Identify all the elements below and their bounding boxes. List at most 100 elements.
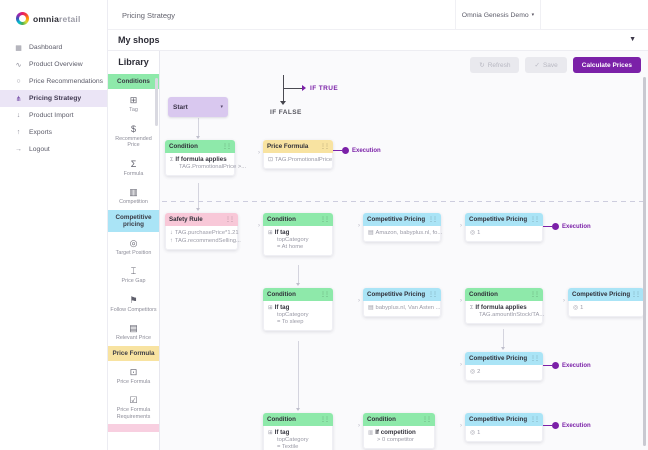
drag-handle-icon[interactable]: ⋮⋮ [225,216,235,223]
execution-connector: Execution [543,223,591,230]
drag-handle-icon[interactable]: ⋮⋮ [428,291,438,298]
chart-line-icon: ∿ [15,61,22,69]
execution-dot-icon[interactable] [342,147,349,154]
tag-icon: ⊞ [268,305,273,311]
drag-handle-icon[interactable]: ⋮⋮ [320,416,330,423]
library-item-tag[interactable]: ⊞ Tag [108,89,159,118]
node-start[interactable]: Start ▾ [168,97,228,117]
drag-handle-icon[interactable]: ⋮⋮ [530,416,540,423]
input-port-icon [358,298,360,304]
library-item-follow-competitors[interactable]: ⚑ Follow Competitors [110,294,157,313]
if-true-label: IF TRUE [310,85,339,92]
sidebar-item-product-overview[interactable]: ∿ Product Overview [15,61,83,69]
max-arrow-icon: ↑ [170,238,173,244]
library-item-price-formula[interactable]: ⊡ Price Formula [108,361,159,390]
drag-handle-icon[interactable]: ⋮⋮ [320,216,330,223]
target-icon: ◎ [129,237,138,248]
node-price-formula[interactable]: Price Formula⋮⋮ ⊡TAG.PromotionalPrice [263,140,333,169]
circle-icon: ○ [16,78,21,85]
formula-box-icon: ⊡ [129,366,138,377]
library-section-competitive-pricing[interactable]: Competitive pricing [108,209,159,232]
drag-handle-icon[interactable]: ⋮⋮ [422,416,432,423]
logout-icon: → [15,146,22,153]
execution-dot-icon[interactable] [552,223,559,230]
canvas-scrollbar[interactable] [643,77,646,446]
node-safety-rule[interactable]: Safety Rule⋮⋮ ↓TAG.purchasePrice*1.21 ↑T… [165,213,241,250]
input-port-icon [460,223,462,229]
library-item-relevant-price[interactable]: ▤ Relevant Price [108,317,159,346]
execution-line [543,365,552,366]
input-port-icon [563,298,565,304]
execution-dot-icon[interactable] [552,362,559,369]
drag-handle-icon[interactable]: ⋮⋮ [530,291,540,298]
library-section-conditions[interactable]: Conditions [108,74,159,89]
node-competitive-pricing[interactable]: Competitive Pricing⋮⋮ ◎1 [465,413,543,442]
my-shops-caret-icon[interactable]: ▼ [629,36,636,43]
sidebar-item-dashboard[interactable]: ▦ Dashboard [15,44,63,52]
sidebar-item-logout[interactable]: → Logout [15,146,50,153]
drag-handle-icon[interactable]: ⋮⋮ [530,355,540,362]
input-port-icon [460,423,462,429]
connector-arrow-icon [195,208,200,211]
bar-chart-icon: ▥ [368,430,374,436]
save-button[interactable]: ✓ Save [525,57,567,73]
strategy-icon: ⋔ [15,95,22,103]
library-panel: Library Conditions ⊞ Tag $ Recommended P… [108,51,160,450]
connector-line [298,265,299,284]
import-icon: ↓ [16,112,21,119]
drag-handle-icon[interactable]: ⋮⋮ [631,291,641,298]
node-condition[interactable]: Condition⋮⋮ ▥If competition > 0 competit… [363,413,435,449]
drag-handle-icon[interactable]: ⋮⋮ [320,291,330,298]
sidebar-item-product-import[interactable]: ↓ Product Import [0,107,107,124]
library-title: Library [118,57,149,67]
omnia-logo: omniaretail [0,0,107,39]
execution-connector: Execution [543,362,591,369]
node-competitive-pricing[interactable]: Competitive Pricing⋮⋮ ◎1 [568,288,644,317]
bar-chart-icon: ▥ [129,187,138,197]
drag-handle-icon[interactable]: ⋮⋮ [530,216,540,223]
node-condition[interactable]: Condition⋮⋮ ⊞If tag topCategory = To sle… [263,288,333,331]
node-condition[interactable]: Condition⋮⋮ ΣIf formula applies TAG.amou… [465,288,544,324]
node-competitive-pricing[interactable]: Competitive Pricing⋮⋮ ▤babyplus.nl, Van … [363,288,441,317]
sidebar-item-pricing-strategy[interactable]: ⋔ Pricing Strategy [0,90,107,107]
dollar-check-icon: $ [130,123,136,134]
target-icon: ◎ [470,369,476,375]
node-condition[interactable]: Condition⋮⋮ ⊞If tag topCategory = Textil… [263,413,333,450]
library-item-price-formula-requirements[interactable]: ☑ Price Formula Requirements [108,389,159,424]
input-port-icon [358,223,360,229]
library-item-competition[interactable]: ▥ Competition [108,181,159,210]
library-item-formula[interactable]: Σ Formula [108,153,159,182]
calculate-prices-button[interactable]: Calculate Prices [572,57,641,73]
strategy-canvas[interactable]: ↻ Refresh ✓ Save Calculate Prices IF TRU… [160,51,648,450]
drag-handle-icon[interactable]: ⋮⋮ [222,143,232,150]
input-port-icon [460,298,462,304]
drag-handle-icon[interactable]: ⋮⋮ [428,216,438,223]
connector-line [298,341,299,409]
node-competitive-pricing[interactable]: Competitive Pricing⋮⋮ ▤Amazon, babyplus.… [363,213,442,242]
node-competitive-pricing[interactable]: Competitive Pricing⋮⋮ ◎1 [465,213,543,242]
node-condition[interactable]: Condition⋮⋮ ⊞If tag topCategory = At hom… [263,213,333,256]
dashboard-icon: ▦ [15,44,22,52]
library-item-target-position[interactable]: ◎ Target Position [108,232,159,261]
library-scrollbar[interactable] [155,78,158,126]
page-title: Pricing Strategy [122,11,175,20]
library-item-price-gap[interactable]: ⌶ Price Gap [108,260,159,289]
my-shops-bar[interactable]: My shops ▼ [108,30,648,51]
node-competitive-pricing[interactable]: Competitive Pricing⋮⋮ ◎2 [465,352,543,381]
library-item-recommended-price[interactable]: $ Recommended Price [108,118,159,153]
sidebar-item-price-recommendations[interactable]: ○ Price Recommendations [0,73,107,90]
refresh-button[interactable]: ↻ Refresh [470,57,520,73]
library-section-next[interactable] [108,424,159,432]
execution-dot-icon[interactable] [552,422,559,429]
connector-line [283,88,302,89]
tag-icon: ⊞ [268,430,273,436]
drag-handle-icon[interactable]: ⋮⋮ [320,143,330,150]
execution-line [543,226,552,227]
library-section-price-formula[interactable]: Price Formula [108,345,159,361]
chevron-down-icon[interactable]: ▾ [220,104,223,110]
target-icon: ◎ [470,230,476,236]
account-dropdown[interactable]: Omnia Genesis Demo ▾ [455,0,541,30]
sidebar-item-exports[interactable]: ↑ Exports [0,124,107,141]
